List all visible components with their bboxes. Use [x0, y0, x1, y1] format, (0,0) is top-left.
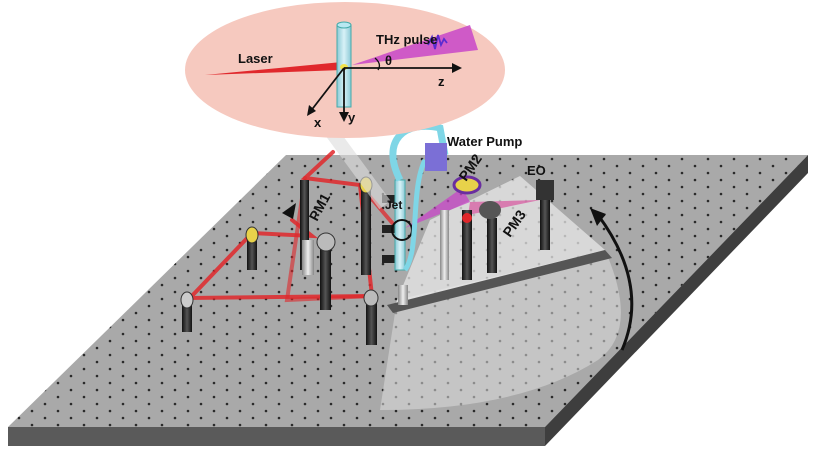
axis-origin	[343, 67, 346, 71]
inset-thz-beam	[352, 25, 478, 65]
inset-connector	[324, 125, 391, 210]
pm2-post	[462, 210, 472, 280]
beam-direction-arrow	[282, 203, 296, 219]
axis-y-arrow	[339, 112, 349, 122]
jet-holder	[382, 195, 400, 203]
mirror-mount	[245, 226, 259, 244]
post	[440, 210, 449, 280]
post	[398, 285, 408, 305]
pm1-mirror	[316, 232, 336, 252]
axis-x-line	[309, 67, 345, 113]
table-right-side	[545, 155, 808, 446]
thz-pulse-label: THz pulse	[376, 32, 437, 47]
post	[361, 190, 371, 275]
thz-beam	[405, 188, 470, 228]
laser-label: Laser	[238, 51, 273, 66]
jet-holder	[382, 225, 400, 233]
optical-posts	[180, 175, 554, 345]
post	[182, 302, 192, 332]
eo-label: EO	[527, 163, 546, 178]
inset-jet-top	[336, 21, 352, 29]
theta-arc	[374, 57, 381, 71]
pm3-post	[487, 218, 497, 273]
axis-x-label: x	[314, 115, 322, 130]
pm2-mirror	[452, 175, 482, 195]
rotation-arrow	[596, 214, 634, 351]
jet-holder	[382, 255, 400, 263]
water-jet	[394, 179, 406, 271]
water-tube	[389, 122, 449, 182]
post	[302, 240, 314, 275]
mirror-mount	[180, 291, 194, 309]
pm1-post	[320, 245, 331, 310]
thz-waveform	[427, 34, 448, 50]
post	[300, 180, 309, 270]
water-pump-box	[425, 143, 447, 171]
axis-y-label: y	[348, 110, 356, 125]
water-jet-system	[389, 122, 449, 272]
pm3-mirror	[479, 201, 501, 219]
axis-z-label: z	[438, 74, 445, 89]
thz-spot	[462, 213, 472, 223]
table-front-side	[8, 427, 545, 446]
post	[247, 240, 257, 270]
jet-label: Jet	[385, 198, 402, 212]
magnified-inset: Laser THz pulse θ x y z	[185, 2, 505, 210]
rotation-arrow-head	[590, 208, 606, 226]
post	[366, 300, 377, 345]
rotation-plate-edge	[387, 250, 612, 313]
eo-post	[540, 200, 550, 250]
axis-x-arrow	[307, 105, 316, 116]
theta-label: θ	[385, 53, 392, 68]
eo-crystal-mount	[536, 180, 554, 200]
water-tube-return	[402, 158, 428, 272]
laser-path-line-2	[284, 176, 374, 303]
mirror-mount	[363, 289, 379, 307]
axis-z-arrow	[452, 63, 462, 73]
water-pump-label: Water Pump	[447, 134, 522, 149]
inset-laser-beam	[205, 62, 342, 75]
